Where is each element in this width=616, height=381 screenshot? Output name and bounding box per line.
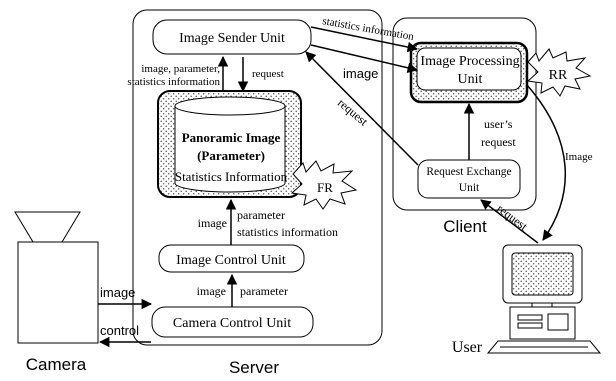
request-exchange-unit-label-1: Request Exchange — [426, 166, 511, 178]
image-sender-unit — [152, 19, 312, 55]
arrow-image-to-user — [526, 84, 567, 241]
image-sender-unit-label: Image Sender Unit — [179, 31, 285, 46]
label-request-down: request — [252, 68, 284, 80]
server-container — [132, 9, 383, 346]
label-camera-control: control — [100, 323, 139, 338]
request-exchange-unit-label-2: Unit — [459, 182, 480, 194]
image-processing-unit-label-2: Unit — [458, 72, 483, 87]
panoramic-database-cylinder — [174, 106, 286, 193]
fr-badge — [290, 160, 358, 210]
client-label: Client — [443, 217, 487, 236]
label-users-request-1: user’s — [484, 117, 513, 131]
computer-icon — [486, 244, 602, 354]
arrow-image-to-processing — [310, 44, 419, 73]
label-users-request-2: request — [481, 135, 516, 149]
image-control-unit-label: Image Control Unit — [176, 253, 286, 268]
label-parameter-small: parameter — [240, 284, 288, 298]
arrow-statistics-to-processing — [310, 26, 419, 53]
label-statistics-information-mid: statistics information — [237, 225, 338, 239]
camera-label: Camera — [26, 355, 87, 374]
panoramic-image-label: Panoramic Image — [182, 130, 281, 145]
parameter-label: (Parameter) — [197, 148, 265, 163]
arrow-user-request — [480, 199, 539, 244]
user-label: User — [452, 339, 483, 356]
label-user-request: request — [494, 201, 531, 233]
label-image-parameter-stats-1: image, parameter, — [141, 63, 220, 75]
label-image-parameter-stats-2: statistics information — [127, 76, 220, 88]
rr-badge — [526, 48, 592, 97]
camera-icon — [14, 211, 99, 344]
label-parameter: parameter — [237, 208, 285, 222]
camera-control-unit-label: Camera Control Unit — [173, 316, 291, 331]
label-image-to-processing: image — [343, 66, 378, 81]
image-processing-unit-label-1: Image Processing — [420, 54, 519, 69]
client-container — [392, 17, 537, 211]
server-label: Server — [229, 358, 279, 376]
rr-badge-label: RR — [549, 68, 568, 83]
panoramic-database-cylinder-top — [174, 96, 286, 116]
label-camera-image: image — [100, 285, 135, 300]
statistics-information-label: Statistics Information — [175, 169, 288, 184]
label-image-small: image — [197, 284, 226, 298]
arrow-request-to-sender — [305, 51, 419, 166]
fr-badge-label: FR — [317, 180, 333, 195]
label-rr-image: Image — [565, 151, 593, 163]
label-image-up: image — [198, 216, 227, 230]
